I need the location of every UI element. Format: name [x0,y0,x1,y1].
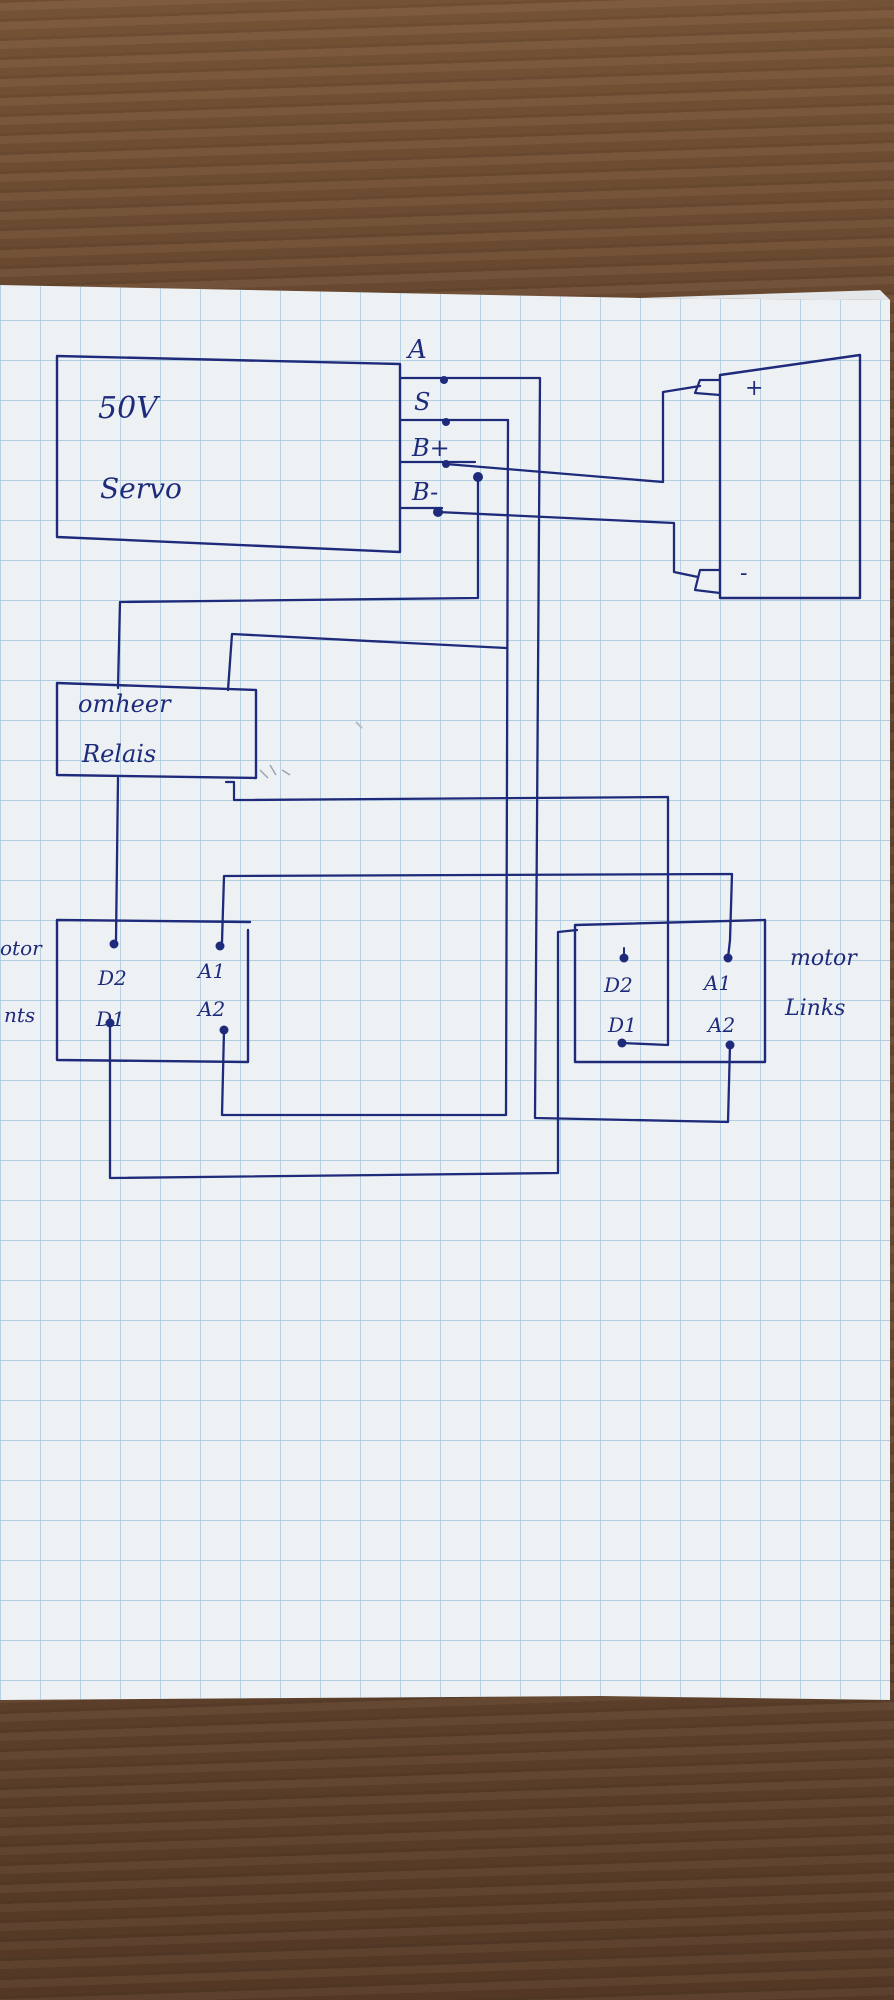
motor-left-a1-label: A1 [196,959,225,983]
graph-paper [0,285,890,1700]
motor-right-label-line1: motor [790,946,858,971]
motor-right-label-line2: Links [784,996,845,1021]
terminal-a-label: A [406,335,427,365]
servo-label-line2: Servo [100,472,182,505]
battery-plus-label: + [745,376,763,401]
wires [108,376,734,1180]
battery: + - [693,353,862,600]
terminal-b-plus-label: B+ [411,434,450,462]
motor-left-a2-label: A2 [196,997,225,1021]
motor-left-label-line1: otor [0,936,43,960]
motor-left-d2-label: D2 [97,966,127,990]
motor-right-a2-label: A2 [706,1013,735,1037]
motor-right-d1-label: D1 [607,1013,637,1037]
motor-right-d2-label: D2 [603,973,633,997]
motor-right-a1-label: A1 [702,971,731,995]
relay-block: omheer Relais [55,681,258,802]
terminal-b-minus-label: B- [411,478,438,506]
relay-label-line1: omheer [78,690,172,718]
motor-left-block: otor nts D2 D1 A1 A2 [0,918,252,1064]
pencil-marks [259,721,363,779]
relay-label-line2: Relais [81,740,156,768]
terminal-s-label: S [414,388,430,416]
servo-label-line1: 50V [98,391,161,426]
motor-left-label-line2: nts [4,1003,35,1027]
servo-block: 50V Servo A S B+ B- [55,335,483,554]
battery-minus-label: - [740,561,747,586]
motor-right-block: motor Links D2 D1 A1 A2 [573,918,858,1064]
